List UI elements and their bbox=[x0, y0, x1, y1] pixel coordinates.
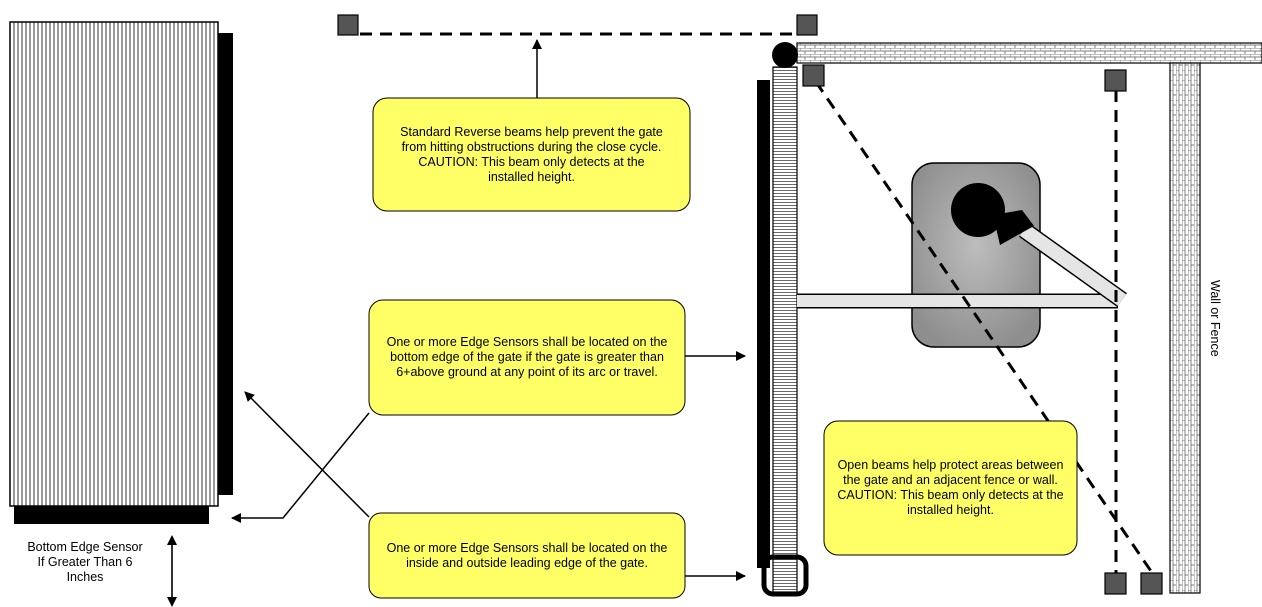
standard-reverse-beam bbox=[337, 14, 818, 36]
side-wall bbox=[1169, 62, 1201, 594]
gate-elevation bbox=[9, 21, 233, 524]
arrow-to-bottom-edge-strip bbox=[231, 412, 370, 523]
callout-bottom-edge-sensors: One or more Edge Sensors shall be locate… bbox=[386, 335, 668, 379]
reverse-beam-sensor-right bbox=[796, 14, 818, 36]
operator-motor bbox=[951, 183, 1005, 237]
connector-arrows bbox=[231, 39, 746, 581]
callout-leading-edge-sensors: One or more Edge Sensors shall be locate… bbox=[386, 540, 668, 570]
callout-open-beams-box bbox=[823, 420, 1078, 556]
callout-bottom-edge-box bbox=[368, 299, 686, 416]
open-beam-sensor-bottom-right bbox=[1140, 572, 1163, 595]
top-wall bbox=[796, 42, 1262, 64]
wall-or-fence-label: Wall or Fence bbox=[1208, 280, 1222, 357]
reverse-beam-sensor-left bbox=[337, 14, 359, 36]
operator-arm-upper-fill bbox=[1019, 224, 1127, 306]
bottom-edge-label: Bottom Edge Sensor If Greater Than 6 Inc… bbox=[27, 540, 143, 584]
callout-open-beams: Open beams help protect areas between th… bbox=[837, 458, 1064, 517]
callout-standard-reverse: Standard Reverse beams help prevent the … bbox=[400, 124, 663, 184]
bottom-edge-sensor-strip bbox=[14, 506, 209, 524]
operator-motor-arm bbox=[993, 210, 1034, 245]
gate-plan-view bbox=[757, 42, 1262, 597]
open-beam-sensor-hinge bbox=[802, 64, 825, 87]
gate-panel bbox=[9, 21, 219, 507]
open-beam-sensor-bottom-left bbox=[1104, 572, 1127, 595]
callout-leading-edge-box bbox=[368, 512, 686, 599]
open-beam-sensor-top bbox=[1104, 69, 1127, 92]
callout-standard-reverse-box bbox=[372, 97, 691, 212]
hinge-post bbox=[772, 42, 798, 68]
leading-edge-sensor bbox=[761, 554, 809, 597]
bottom-edge-arrow bbox=[167, 535, 177, 607]
gate-edge-sensor-strip bbox=[757, 80, 770, 568]
gate-leaf bbox=[772, 66, 798, 593]
arrow-to-gate-elevation bbox=[244, 391, 370, 518]
